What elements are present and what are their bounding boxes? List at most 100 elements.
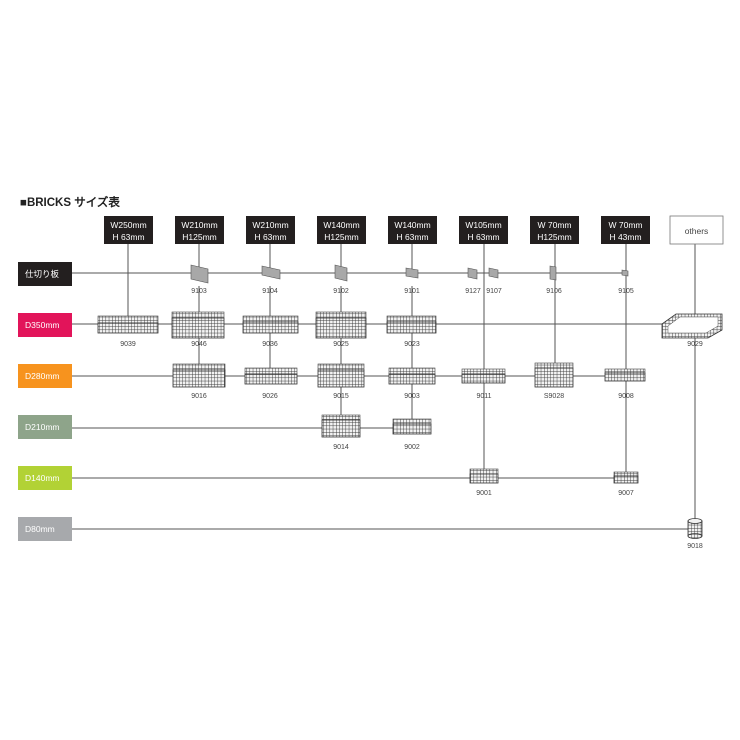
column-header: W 70mm H125mm — [530, 216, 579, 244]
item-code: 9015 — [333, 393, 349, 400]
connector-lines — [127, 244, 696, 528]
d140-items: 9001 9007 — [469, 468, 639, 497]
column-height: H 63mm — [467, 232, 499, 242]
column-header: W140mm H125mm — [317, 216, 366, 244]
brick-basket — [315, 311, 367, 339]
column-width: W105mm — [465, 220, 501, 230]
item-code: 9102 — [333, 288, 349, 295]
item-code: S9028 — [544, 393, 564, 400]
item-code: 9046 — [191, 341, 207, 348]
brick-basket — [97, 315, 159, 334]
row-label-d140: D140mm — [25, 473, 59, 483]
d210-items: 9014 9002 — [321, 414, 432, 451]
brick-basket — [321, 414, 361, 438]
item-code: 9104 — [262, 288, 278, 295]
column-headers: W250mm H 63mm W210mm H125mm W210mm H 63m… — [104, 215, 724, 245]
brick-basket — [386, 315, 437, 334]
column-height: H125mm — [537, 232, 571, 242]
others-label: others — [685, 226, 709, 236]
partition-plate — [261, 265, 281, 280]
column-header-box — [175, 216, 224, 244]
brick-basket — [461, 368, 506, 384]
row-label-box — [18, 466, 72, 490]
partition-plate — [488, 267, 499, 279]
column-header: W210mm H 63mm — [246, 216, 295, 244]
partition-items: 9103 9104 9102 9101 9127 9107 9106 9105 — [190, 264, 634, 295]
row-lines — [72, 272, 695, 530]
column-width: W140mm — [394, 220, 430, 230]
row-labels: 仕切り板 D350mm D280mm D210mm D140mm D80mm — [18, 262, 72, 541]
item-code: 9007 — [618, 490, 634, 497]
partition-plate — [467, 267, 478, 280]
row-label-d350: D350mm — [25, 320, 59, 330]
item-code: 9106 — [546, 288, 562, 295]
item-code: 9016 — [191, 393, 207, 400]
brick-basket — [242, 315, 299, 334]
item-code: 9039 — [120, 341, 136, 348]
brick-basket — [613, 471, 639, 484]
row-label-box — [18, 364, 72, 388]
partition-plate — [549, 265, 557, 281]
row-label-box — [18, 415, 72, 439]
brick-basket — [469, 468, 499, 484]
row-label-d210: D210mm — [25, 422, 59, 432]
column-header: W250mm H 63mm — [104, 216, 153, 244]
column-width: W 70mm — [538, 220, 572, 230]
item-code: 9029 — [687, 341, 703, 348]
column-header-box — [246, 216, 295, 244]
brick-basket — [388, 367, 436, 385]
item-code: 9002 — [404, 444, 420, 451]
column-header: W105mm H 63mm — [459, 216, 508, 244]
item-code: 9001 — [476, 490, 492, 497]
item-code: 9014 — [333, 444, 349, 451]
column-header-box — [388, 216, 437, 244]
column-width: W140mm — [323, 220, 359, 230]
brick-basket — [171, 311, 225, 339]
row-label-box — [18, 262, 72, 286]
column-header-box — [104, 216, 153, 244]
row-label-partition: 仕切り板 — [25, 269, 60, 279]
tray-basket — [661, 313, 723, 339]
item-code: 9011 — [476, 393, 491, 400]
brick-basket — [534, 362, 574, 388]
row-label-d80: D80mm — [25, 524, 55, 534]
d280-items: 9016 9026 9015 9003 9011 S9028 9 — [172, 362, 646, 400]
column-height: H 63mm — [112, 232, 144, 242]
chart-title: ■BRICKS サイズ表 — [20, 195, 120, 209]
item-code: 9127 — [465, 288, 481, 295]
column-header: W 70mm H 43mm — [601, 216, 650, 244]
item-code: 9026 — [262, 393, 278, 400]
item-code: 9105 — [618, 288, 634, 295]
others-header: others — [669, 215, 724, 245]
column-header-box — [530, 216, 579, 244]
column-width: W 70mm — [609, 220, 643, 230]
item-code: 9018 — [687, 543, 703, 550]
column-height: H125mm — [182, 232, 216, 242]
brick-basket — [244, 367, 298, 385]
row-label-box — [18, 517, 72, 541]
item-code: 9036 — [262, 341, 278, 348]
column-height: H 63mm — [254, 232, 286, 242]
round-basket — [687, 518, 703, 539]
column-header: W210mm H125mm — [175, 216, 224, 244]
item-code: 9101 — [404, 288, 420, 295]
column-header-box — [601, 216, 650, 244]
partition-plate — [190, 264, 209, 284]
item-code: 9103 — [191, 288, 207, 295]
brick-basket — [172, 363, 226, 388]
column-header-box — [459, 216, 508, 244]
item-code: 9107 — [486, 288, 502, 295]
partition-plate — [405, 267, 419, 279]
column-width: W210mm — [252, 220, 288, 230]
brick-basket — [604, 368, 646, 382]
brick-basket — [317, 363, 365, 388]
item-code: 9008 — [618, 393, 634, 400]
partition-plate — [621, 269, 629, 277]
others-box — [669, 215, 724, 245]
brick-basket — [392, 418, 432, 435]
column-width: W250mm — [110, 220, 146, 230]
column-header: W140mm H 63mm — [388, 216, 437, 244]
item-code: 9003 — [404, 393, 420, 400]
column-header-box — [317, 216, 366, 244]
